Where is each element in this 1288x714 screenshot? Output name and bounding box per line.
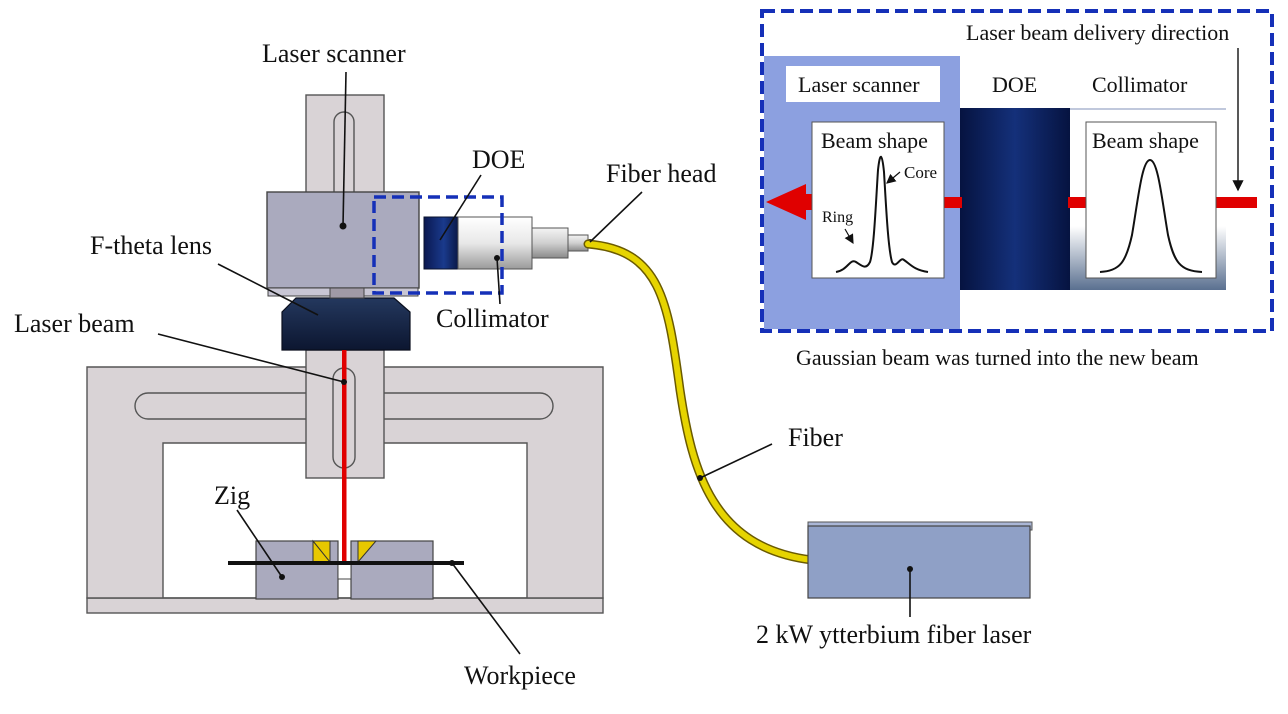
inset-ring-pointer <box>844 228 854 245</box>
inset-beam-right-segment <box>1215 197 1257 208</box>
inset-beam-profile-ring-core <box>835 155 929 273</box>
leader-zig <box>236 509 283 578</box>
lens-mount <box>329 287 365 299</box>
machine-frame <box>86 366 604 599</box>
inset-beam-shape-left-box <box>811 121 945 279</box>
fiber-laser-box <box>807 525 1031 599</box>
doe-highlight-box <box>372 195 504 295</box>
doe-element <box>423 216 461 270</box>
inset-panel: Laser scanner DOE Collimator Beam shape … <box>760 9 1274 370</box>
inset-beam-doe-segment <box>944 197 962 208</box>
f-theta-lens <box>281 297 411 351</box>
leader-doe <box>439 174 482 241</box>
label-fiber-head: Fiber head <box>606 159 716 188</box>
inset-core-pointer <box>886 171 901 184</box>
inset-label-doe: DOE <box>992 72 1037 97</box>
inset-label-ring: Ring <box>822 209 853 226</box>
inset-label-beam-shape-left: Beam shape <box>821 128 928 153</box>
inset-beam-shape-right-box <box>1085 121 1217 279</box>
leader-f-theta <box>217 263 319 316</box>
base-plate <box>86 597 604 614</box>
inset-beam-mid-segment <box>1068 197 1086 208</box>
workpiece-plate <box>228 561 464 565</box>
leader-collimator <box>496 257 501 305</box>
laser-beam-line <box>342 350 347 568</box>
label-workpiece: Workpiece <box>464 661 576 690</box>
inset-beam-output-arrow <box>766 184 812 220</box>
inset-label-collimator: Collimator <box>1092 72 1188 97</box>
label-doe: DOE <box>472 145 525 174</box>
leader-workpiece <box>451 562 521 655</box>
label-collimator: Collimator <box>436 304 549 333</box>
label-f-theta-lens: F-theta lens <box>90 231 212 260</box>
inset-caption: Gaussian beam was turned into the new be… <box>796 345 1199 370</box>
inset-scanner-label-box <box>786 66 940 102</box>
leader-laser-scanner <box>342 71 347 227</box>
inset-beam-profile-gaussian <box>1099 158 1203 273</box>
inset-dashed-border <box>760 9 1274 333</box>
inset-label-beam-shape-right: Beam shape <box>1092 128 1199 153</box>
zig-wedge-right <box>357 540 378 564</box>
label-fiber: Fiber <box>788 423 843 452</box>
inset-doe-block <box>960 108 1070 290</box>
fiber-head-body <box>531 227 569 259</box>
label-laser-scanner: Laser scanner <box>262 39 406 68</box>
label-zig: Zig <box>214 481 250 510</box>
collimator-body <box>457 216 533 270</box>
label-fiber-laser: 2 kW ytterbium fiber laser <box>756 620 1032 649</box>
leader-fiber-head <box>589 191 643 243</box>
leader-fiber <box>699 443 773 479</box>
inset-label-delivery-direction: Laser beam delivery direction <box>966 20 1229 45</box>
fiber-cable-fill <box>585 241 815 563</box>
label-laser-beam: Laser beam <box>14 309 135 338</box>
leader-laser-beam <box>157 333 345 383</box>
inset-label-core: Core <box>904 163 937 182</box>
inset-label-laser-scanner: Laser scanner <box>798 72 920 97</box>
